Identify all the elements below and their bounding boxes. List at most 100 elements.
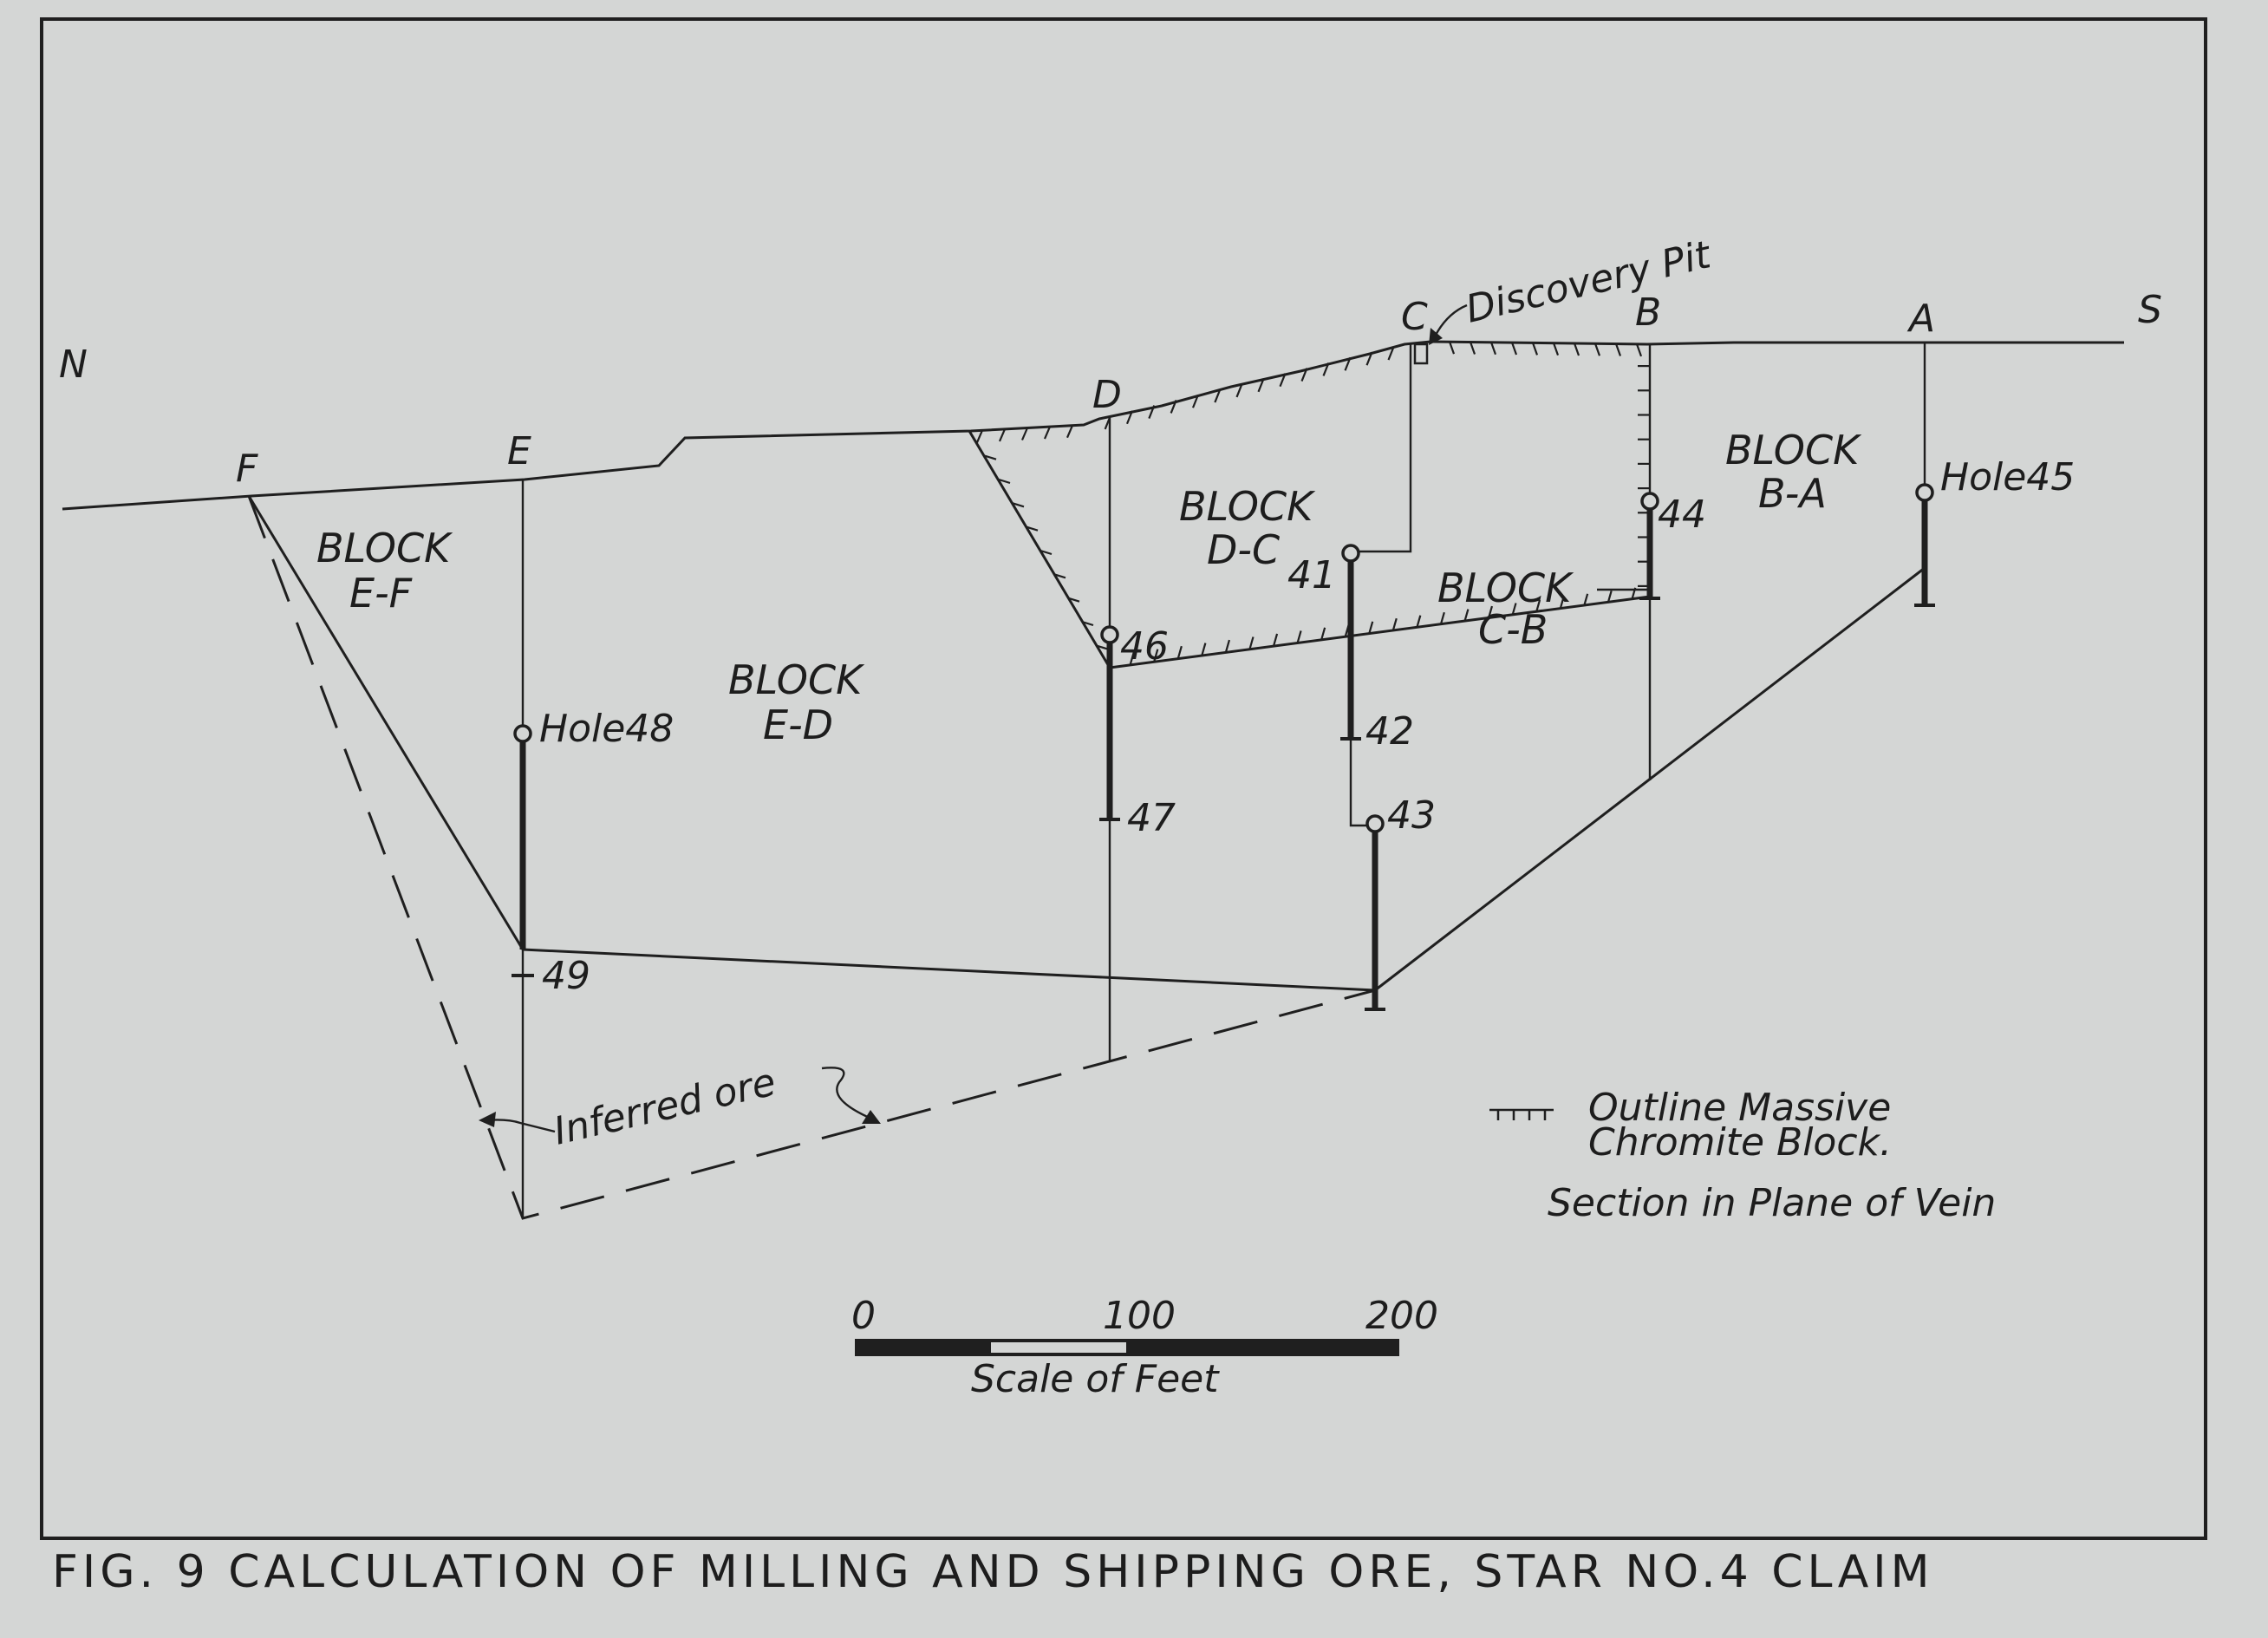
hole-47-label: 47	[1127, 796, 1176, 840]
legend-line-2: Chromite Block.	[1588, 1120, 1892, 1165]
block-dc-label-2: D-C	[1207, 526, 1280, 573]
direction-south: S	[2138, 288, 2162, 332]
inferred-ore-outline	[247, 495, 1376, 1220]
inferred-ore-leader-right	[821, 1067, 872, 1120]
hachure-mark	[1148, 405, 1156, 419]
hole-46-collar	[1100, 625, 1119, 644]
hole-46-label: 46	[1120, 624, 1169, 669]
hachure-mark	[1510, 342, 1518, 356]
hachure-mark	[1320, 627, 1326, 641]
point-f-label: F	[236, 447, 258, 491]
hachure-mark	[1593, 343, 1601, 356]
block-cb-label-1: BLOCK	[1437, 564, 1574, 611]
line-49-to-43	[522, 948, 1376, 992]
discovery-pit-arrowhead	[1429, 328, 1443, 345]
discovery-pit-label: Discovery Pit	[1462, 232, 1716, 332]
block-dc-label-1: BLOCK	[1179, 483, 1316, 530]
discovery-pit-arrow	[1432, 303, 1468, 339]
hole-49-label: 49	[542, 954, 590, 998]
hachure-mark	[1416, 615, 1422, 628]
hachure-mark	[1487, 605, 1494, 619]
chromite-outline-hachures	[975, 341, 1650, 665]
hachure-mark	[1439, 611, 1445, 625]
hachure-mark	[1257, 378, 1265, 393]
hachure-mark	[1531, 342, 1539, 356]
scale-tick-100: 100	[1103, 1294, 1176, 1338]
hachure-mark	[1391, 617, 1398, 631]
hachure-mark	[1129, 651, 1135, 665]
section-note: Section in Plane of Vein	[1548, 1181, 1996, 1225]
block-ef-label-2: E-F	[349, 570, 413, 617]
hole-43-collar	[1365, 814, 1385, 833]
block-ba-label-1: BLOCK	[1725, 427, 1862, 473]
point-c-label: C	[1401, 295, 1428, 339]
hachure-mark	[1559, 597, 1565, 610]
hole-44-collar	[1640, 492, 1659, 511]
inferred-ore-leader-left-arrowhead	[479, 1112, 496, 1127]
line-pit-to-46	[968, 430, 1111, 669]
hachure-mark	[1012, 502, 1025, 508]
hachure-mark	[1272, 633, 1279, 647]
section-line-c	[1349, 343, 1412, 989]
hachure-mark	[1322, 362, 1330, 376]
scale-bar	[855, 1339, 1399, 1356]
ground-surface	[62, 340, 2124, 511]
hachure-mark	[1614, 343, 1622, 356]
hachure-mark	[1463, 609, 1470, 622]
hachure-mark	[1511, 603, 1517, 616]
hachure-mark	[1067, 597, 1080, 603]
point-b-label: B	[1635, 290, 1661, 335]
hachure-mark	[1040, 549, 1053, 556]
hachure-mark	[1201, 643, 1207, 656]
hachure-mark	[1191, 394, 1200, 408]
scale-tick-0: 0	[851, 1294, 876, 1338]
hachure-mark	[1606, 591, 1613, 604]
drawing-border	[40, 17, 2207, 1540]
hachure-mark	[1095, 644, 1108, 650]
block-ed-label-2: E-D	[763, 702, 833, 748]
hachure-mark	[998, 428, 1007, 442]
hachure-mark	[1344, 356, 1352, 371]
hachure-mark	[1026, 525, 1039, 532]
hole-42-label: 42	[1365, 709, 1414, 754]
block-ba-label-2: B-A	[1758, 470, 1827, 517]
hachure-mark	[1635, 343, 1643, 357]
hachure-mark	[1448, 341, 1456, 355]
hole-41-collar	[1341, 544, 1360, 563]
hachure-mark	[1573, 343, 1580, 356]
hachure-mark	[1535, 599, 1541, 613]
block-ef-label-1: BLOCK	[316, 525, 453, 571]
hachure-mark	[1248, 636, 1255, 649]
hachure-mark	[1279, 373, 1287, 388]
hachure-mark	[1104, 415, 1111, 430]
hachure-mark	[1125, 410, 1134, 425]
hole-ticks	[512, 597, 1935, 1011]
block-ed-label-1: BLOCK	[728, 656, 865, 703]
inferred-ore-label: Inferred ore	[550, 1060, 779, 1153]
hachure-mark	[1224, 639, 1231, 653]
inferred-ore-leader-right-arrowhead	[862, 1110, 881, 1124]
scale-label: Scale of Feet	[971, 1357, 1220, 1401]
hachure-mark	[975, 429, 984, 443]
line-43-to-a	[1374, 566, 1926, 992]
line-f-to-49	[247, 495, 525, 950]
hachure-mark	[1387, 346, 1395, 361]
hachure-mark	[998, 478, 1011, 485]
block-cb-label-2: C-B	[1478, 606, 1548, 653]
hachure-mark	[1020, 427, 1029, 440]
hachure-mark	[1365, 351, 1373, 366]
figure-caption: FIG. 9 CALCULATION OF MILLING AND SHIPPI…	[52, 1546, 1933, 1598]
hachure-mark	[1344, 624, 1350, 637]
hachure-mark	[1583, 593, 1589, 607]
legend-line-1: Outline Massive	[1588, 1086, 1891, 1130]
direction-north: N	[59, 343, 88, 387]
hachure-mark	[1300, 368, 1308, 382]
hachure-mark	[1176, 645, 1183, 659]
scale-tick-200: 200	[1365, 1294, 1438, 1338]
hachure-mark	[1043, 426, 1052, 440]
hachure-mark	[1489, 342, 1497, 356]
discovery-pit-marker	[1413, 343, 1429, 365]
inferred-ore-leader-left	[485, 1119, 556, 1133]
hole-41-label: 41	[1287, 553, 1336, 597]
hachure-mark	[1066, 425, 1074, 439]
